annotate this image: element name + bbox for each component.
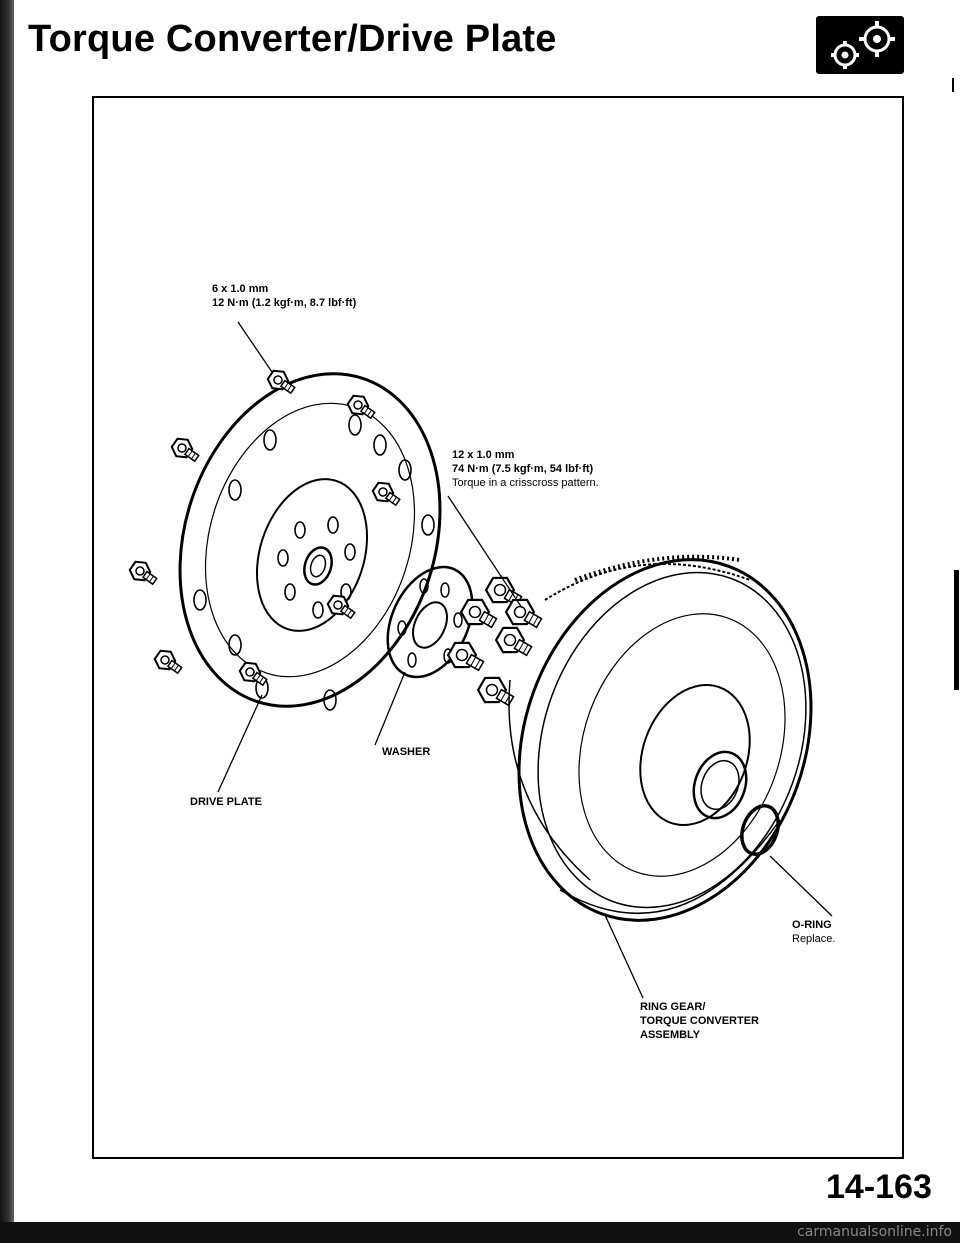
torque-converter-label: RING GEAR/ TORQUE CONVERTER ASSEMBLY	[640, 1000, 759, 1042]
scan-mark	[952, 78, 954, 92]
small-bolt-torque: 12 N·m (1.2 kgf·m, 8.7 lbf·ft)	[212, 297, 357, 309]
footer-watermark: carmanualsonline.info	[797, 1224, 952, 1240]
torque-converter	[508, 554, 813, 922]
o-ring-note: Replace.	[792, 933, 836, 945]
gears-icon	[816, 16, 904, 74]
torque-converter-line3: ASSEMBLY	[640, 1029, 701, 1041]
large-bolt	[443, 570, 548, 715]
figure-frame	[92, 96, 904, 1159]
washer	[386, 565, 474, 679]
o-ring-label: O-RING Replace.	[792, 918, 835, 946]
large-bolt-torque: 74 N·m (7.5 kgf·m, 54 lbf·ft)	[452, 463, 594, 475]
torque-converter-line2: TORQUE CONVERTER	[640, 1015, 759, 1027]
drive-plate	[178, 372, 442, 711]
washer-label: WASHER	[382, 745, 430, 759]
footer-bar	[0, 1222, 960, 1243]
washer-label-text: WASHER	[382, 746, 431, 758]
large-bolt-note: Torque in a crisscross pattern.	[452, 477, 599, 489]
small-bolt-size: 6 x 1.0 mm	[212, 283, 269, 295]
scan-mark	[954, 570, 959, 690]
small-bolt-spec-label: 6 x 1.0 mm 12 N·m (1.2 kgf·m, 8.7 lbf·ft…	[212, 282, 356, 310]
binding-edge	[0, 0, 14, 1243]
large-bolt-spec-label: 12 x 1.0 mm 74 N·m (7.5 kgf·m, 54 lbf·ft…	[452, 448, 599, 490]
drive-plate-label: DRIVE PLATE	[190, 795, 262, 809]
o-ring	[740, 804, 780, 856]
page-title: Torque Converter/Drive Plate	[28, 18, 557, 60]
leader-line	[217, 321, 833, 999]
o-ring-name: O-RING	[792, 919, 832, 931]
torque-converter-line1: RING GEAR/	[640, 1001, 706, 1013]
page-number: 14-163	[826, 1168, 932, 1206]
drive-plate-label-text: DRIVE PLATE	[190, 796, 262, 808]
large-bolt-size: 12 x 1.0 mm	[452, 449, 515, 461]
small-bolt	[125, 365, 405, 692]
